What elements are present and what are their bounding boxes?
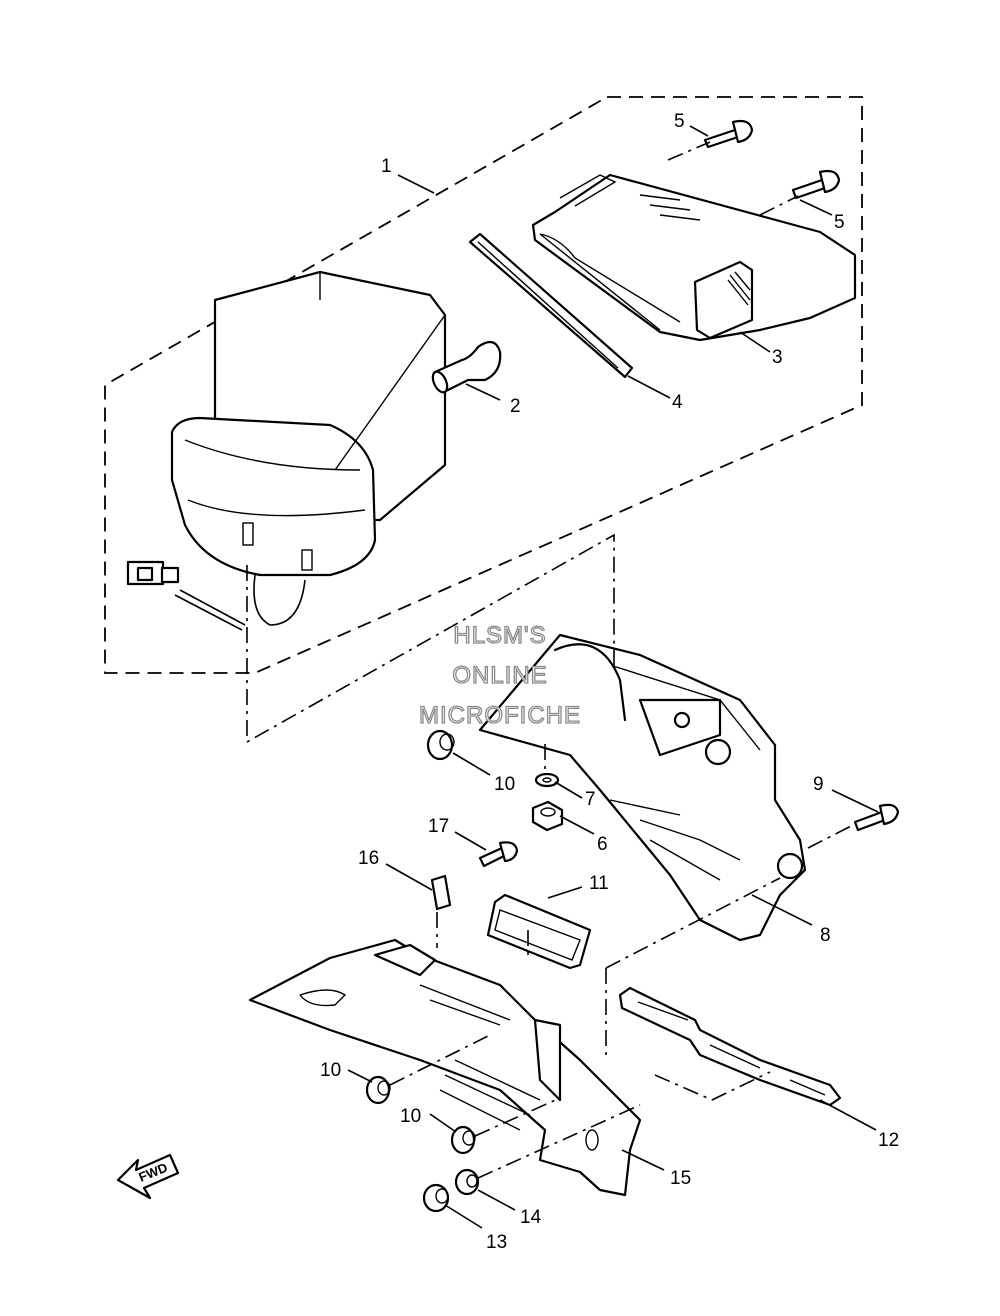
part-4-gasket[interactable] (468, 232, 634, 379)
callout-14: 14 (520, 1207, 542, 1228)
callout-5-lower: 5 (834, 212, 845, 233)
part-17-screw[interactable] (478, 841, 519, 868)
part-1-tail-light-housing[interactable] (126, 270, 447, 631)
watermark-line-3: MICROFICHE (419, 702, 581, 729)
leader-lines (347, 125, 879, 1229)
forward-direction-arrow: FWD (116, 1153, 180, 1200)
watermark-line-1: HLSM'S (453, 622, 546, 649)
part-7-washer[interactable] (534, 772, 560, 788)
callout-10-low: 10 (400, 1106, 421, 1127)
assembly-lines (246, 141, 856, 1179)
callout-4: 4 (672, 392, 683, 413)
part-9-bolt[interactable] (853, 803, 900, 832)
part-10-nut-mid[interactable] (365, 1075, 391, 1105)
callout-17: 17 (428, 816, 449, 837)
callout-15: 15 (670, 1168, 691, 1189)
callout-11: 11 (589, 873, 609, 894)
callout-12: 12 (878, 1130, 899, 1151)
callout-10-top: 10 (494, 774, 515, 795)
part-5-screw-upper[interactable] (703, 119, 754, 149)
callout-6: 6 (597, 834, 608, 855)
part-5-screw-lower[interactable] (791, 169, 841, 200)
assembly-boundary (104, 96, 863, 674)
callout-2: 2 (510, 396, 521, 417)
part-10-nut-low[interactable] (450, 1125, 476, 1155)
callout-1: 1 (381, 156, 392, 177)
callout-5-upper: 5 (674, 111, 685, 132)
callout-9: 9 (813, 774, 824, 795)
part-15-fender[interactable] (248, 938, 642, 1197)
part-6-nut[interactable] (531, 800, 564, 832)
part-12-stay[interactable] (618, 986, 842, 1107)
part-14-grommet[interactable] (454, 1168, 480, 1196)
part-16-clip[interactable] (430, 874, 452, 911)
part-8-bracket[interactable] (478, 633, 807, 942)
watermark: HLSM'S ONLINE MICROFICHE (418, 621, 581, 729)
callout-8: 8 (820, 925, 831, 946)
part-3-lens[interactable] (531, 173, 857, 342)
callout-3: 3 (772, 347, 783, 368)
watermark-line-2: ONLINE (452, 662, 547, 689)
callout-7: 7 (585, 789, 596, 810)
callout-13: 13 (486, 1232, 507, 1253)
callout-16: 16 (358, 848, 379, 869)
part-11-reflector[interactable] (486, 893, 592, 970)
part-10-nut-top[interactable] (426, 729, 455, 761)
callout-10-mid: 10 (320, 1060, 341, 1081)
part-13-nut[interactable] (422, 1183, 450, 1213)
callout-numbers: 1 2 3 4 5 5 6 7 8 9 10 10 10 11 12 13 14… (320, 111, 899, 1253)
part-2-bulb[interactable] (430, 340, 502, 394)
